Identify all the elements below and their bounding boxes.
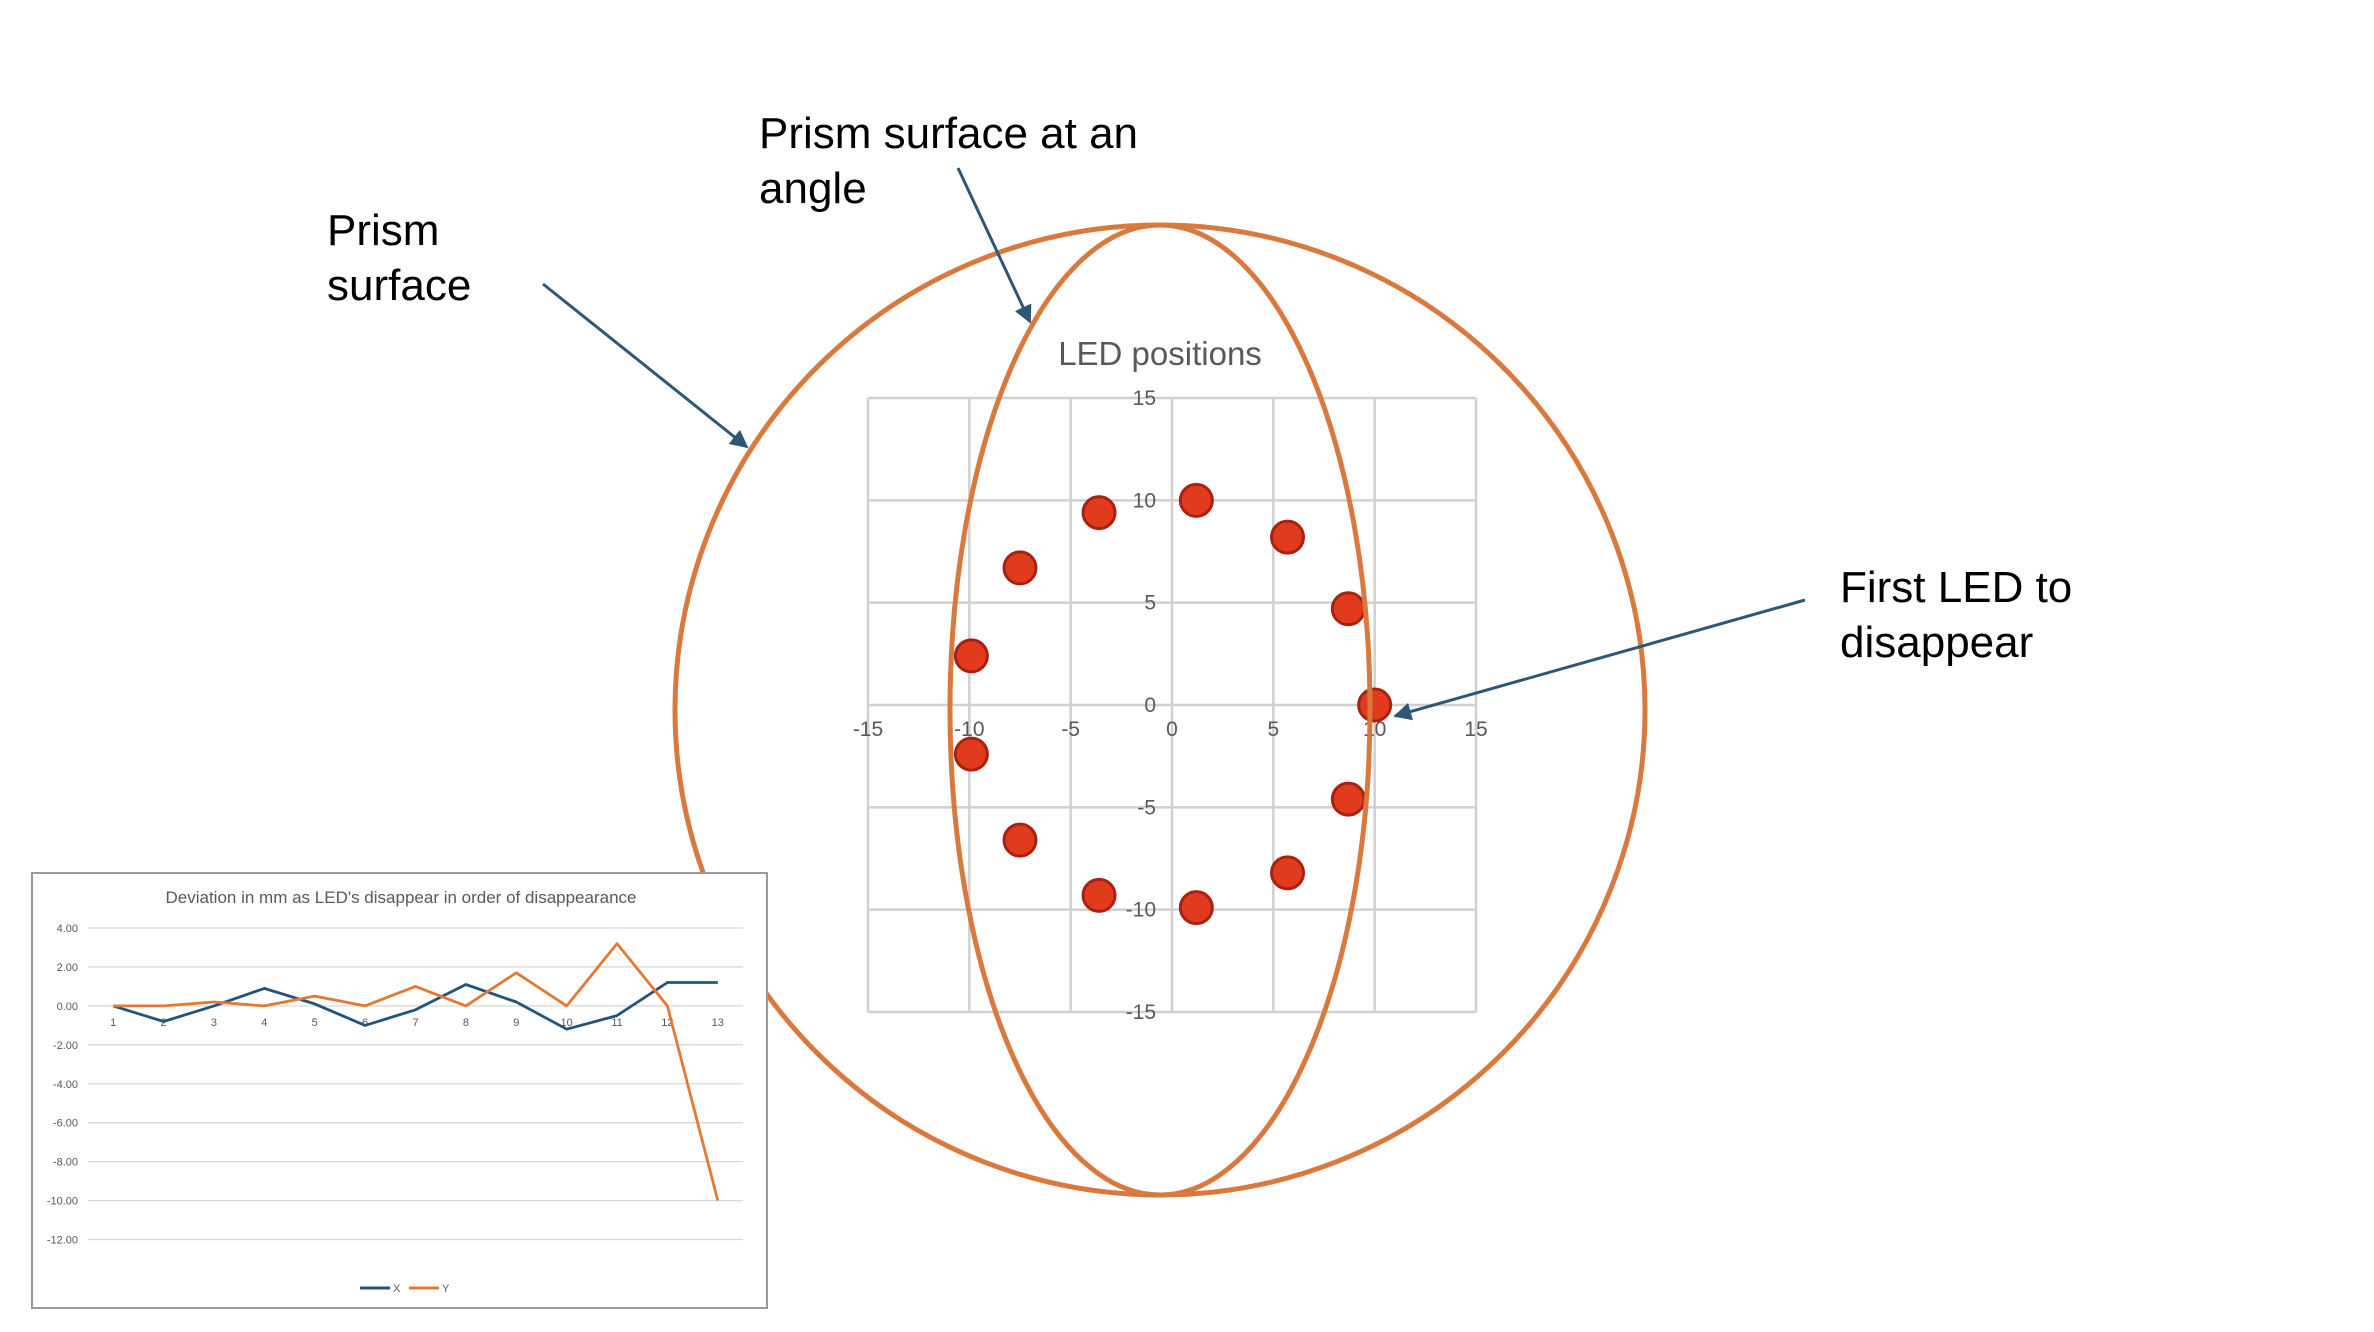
led-y-tick-label: 0 bbox=[1144, 694, 1156, 717]
deviation-y-tick-label: -2.00 bbox=[53, 1040, 78, 1052]
prism-surface-arrow bbox=[542, 282, 749, 449]
prism-angle-arrow bbox=[956, 167, 1032, 324]
first-led-arrow bbox=[1393, 598, 1806, 721]
led-point bbox=[1357, 687, 1393, 723]
legend-label-x: X bbox=[393, 1283, 401, 1295]
deviation-x-tick-label: 4 bbox=[261, 1017, 267, 1029]
led-point bbox=[1081, 877, 1117, 913]
led-point bbox=[1081, 495, 1117, 531]
led-point bbox=[1178, 482, 1214, 518]
deviation-x-tick-label: 3 bbox=[211, 1017, 217, 1029]
prism-surface-label: Prism surface bbox=[327, 206, 472, 310]
deviation-y-tick-label: -8.00 bbox=[53, 1157, 78, 1169]
deviation-x-tick-label: 8 bbox=[463, 1017, 469, 1029]
first-led-label: First LED to disappear bbox=[1840, 563, 2073, 667]
led-x-tick-label: -15 bbox=[853, 718, 883, 741]
led-points bbox=[953, 482, 1393, 926]
led-point bbox=[1330, 591, 1366, 627]
deviation-x-tick-label: 1 bbox=[110, 1017, 116, 1029]
led-point bbox=[953, 638, 989, 674]
legend-label-y: Y bbox=[442, 1283, 450, 1295]
deviation-series-line-y bbox=[113, 942, 720, 1201]
prism-angle-label: Prism surface at an angle bbox=[759, 109, 1139, 213]
led-y-tick-label: 5 bbox=[1144, 592, 1156, 615]
deviation-x-tick-label: 13 bbox=[712, 1017, 724, 1029]
led-y-tick-label: -10 bbox=[1126, 899, 1156, 922]
led-x-tick-label: 0 bbox=[1166, 718, 1178, 741]
led-y-tick-label: 10 bbox=[1133, 489, 1156, 512]
led-point bbox=[1270, 855, 1306, 891]
led-point bbox=[1002, 822, 1038, 858]
prism-angle-ellipse bbox=[947, 222, 1373, 1198]
led-y-tick-labels: 15 10 5 0 -5 -10 -15 bbox=[1126, 387, 1156, 1024]
deviation-chart-gridlines bbox=[88, 927, 743, 1241]
led-chart-title: LED positions bbox=[1058, 335, 1262, 372]
deviation-y-tick-label: -4.00 bbox=[53, 1079, 78, 1091]
deviation-y-tick-labels: 4.00 2.00 0.00 -2.00 -4.00 -6.00 -8.00 -10.00 -1… bbox=[47, 923, 78, 1247]
deviation-chart: Deviation in mm as LED's disappear in or… bbox=[47, 888, 743, 1295]
deviation-x-tick-label: 9 bbox=[513, 1017, 519, 1029]
led-positions-chart: LED positions -15 -10 -5 0 5 10 15 15 10 5 0 -5 -10… bbox=[853, 335, 1488, 1024]
deviation-y-tick-label: 0.00 bbox=[57, 1001, 78, 1013]
led-point bbox=[953, 736, 989, 772]
led-y-tick-label: 15 bbox=[1133, 387, 1156, 410]
deviation-x-tick-label: 10 bbox=[561, 1017, 573, 1029]
led-point bbox=[1270, 519, 1306, 555]
deviation-x-tick-label: 6 bbox=[362, 1017, 368, 1029]
led-point bbox=[1330, 781, 1366, 817]
led-x-tick-label: -10 bbox=[954, 718, 984, 741]
led-x-tick-label: 5 bbox=[1267, 718, 1279, 741]
deviation-x-tick-label: 7 bbox=[412, 1017, 418, 1029]
deviation-y-tick-label: 2.00 bbox=[57, 962, 78, 974]
deviation-chart-panel: Deviation in mm as LED's disappear in or… bbox=[31, 872, 768, 1309]
deviation-y-tick-label: -10.00 bbox=[47, 1196, 78, 1208]
led-point bbox=[1178, 890, 1214, 926]
deviation-y-tick-label: -6.00 bbox=[53, 1118, 78, 1130]
led-y-tick-label: -5 bbox=[1137, 796, 1156, 819]
deviation-series-line-x bbox=[112, 981, 718, 1031]
led-point bbox=[1002, 550, 1038, 586]
deviation-x-tick-label: 5 bbox=[312, 1017, 318, 1029]
led-y-tick-label: -15 bbox=[1126, 1001, 1156, 1024]
deviation-x-tick-label: 11 bbox=[611, 1017, 622, 1029]
led-x-tick-label: -5 bbox=[1061, 718, 1080, 741]
deviation-series-lines bbox=[112, 942, 720, 1201]
led-x-tick-label: 15 bbox=[1464, 718, 1487, 741]
deviation-chart-title: Deviation in mm as LED's disappear in or… bbox=[166, 888, 637, 907]
deviation-y-tick-label: 4.00 bbox=[57, 923, 78, 935]
deviation-y-tick-label: -12.00 bbox=[47, 1235, 78, 1247]
